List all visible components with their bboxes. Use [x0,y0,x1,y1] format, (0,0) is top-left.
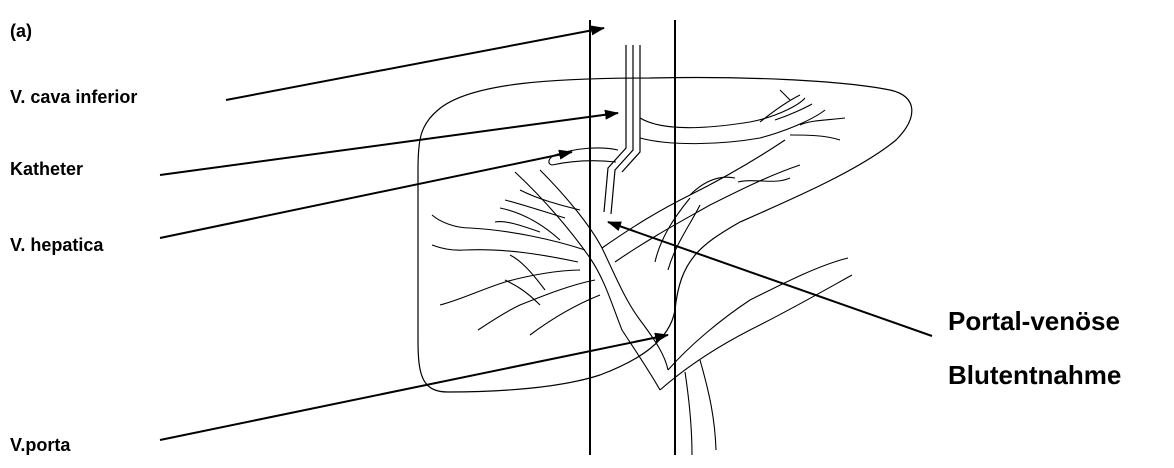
hepatic-vein-branches [549,90,845,165]
label-portal-vein: V.porta [10,436,70,454]
catheter-tube [604,45,640,214]
label-vena-cava: V. cava inferior [10,88,137,106]
arrow-portal-vein [160,335,668,440]
portal-vein-branches [432,140,852,455]
arrow-portal-sampling [608,222,932,336]
panel-label: (a) [10,22,32,40]
arrow-vena-cava [226,28,604,100]
label-sampling-line2: Blutentnahme [948,362,1121,388]
label-catheter: Katheter [10,160,83,178]
arrow-catheter [160,113,618,175]
arrow-hepatic-vein [160,152,572,238]
label-hepatic-vein: V. hepatica [10,236,103,254]
label-sampling-line1: Portal-venöse [948,308,1120,334]
